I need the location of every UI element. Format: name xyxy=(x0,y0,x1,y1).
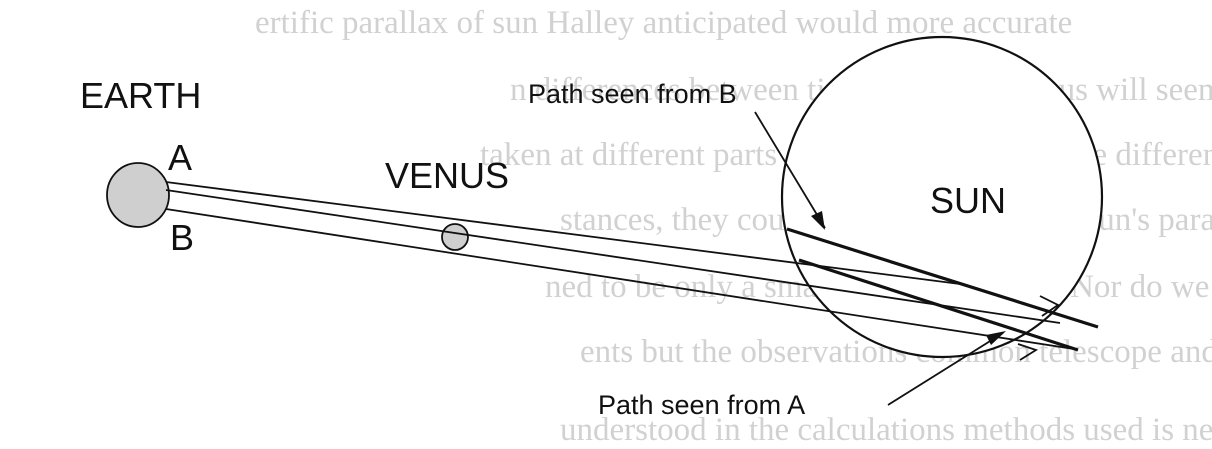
arrowhead-icon xyxy=(811,211,825,230)
background-text-line: understood in the calculations methods u… xyxy=(560,412,1212,448)
pointer-path-from-a xyxy=(887,331,1006,406)
point-b-label: B xyxy=(170,217,194,258)
venus-planet xyxy=(441,223,469,251)
point-a-label: A xyxy=(168,137,192,178)
sight-line-from-a-lower xyxy=(165,189,1061,324)
arrowhead-icon xyxy=(1039,295,1060,317)
sight-line-from-a xyxy=(165,181,961,285)
earth-planet xyxy=(106,162,170,228)
sun-disc xyxy=(780,35,1104,359)
earth-label: EARTH xyxy=(80,75,201,116)
arrowhead-icon xyxy=(986,331,1006,345)
path-from-b-label: Path seen from B xyxy=(528,79,737,109)
path-from-a-label: Path seen from A xyxy=(598,390,805,420)
venus-label: VENUS xyxy=(385,155,509,196)
pointer-path-from-b xyxy=(754,111,826,230)
background-text-line: ertific parallax of sun Halley anticipat… xyxy=(255,5,1072,41)
sun-label: SUN xyxy=(930,180,1006,221)
transit-path-from-a xyxy=(798,258,1079,352)
sight-line-from-b xyxy=(165,208,1075,350)
arrowhead-icon xyxy=(1017,343,1039,361)
transit-path-from-b xyxy=(786,227,1099,329)
